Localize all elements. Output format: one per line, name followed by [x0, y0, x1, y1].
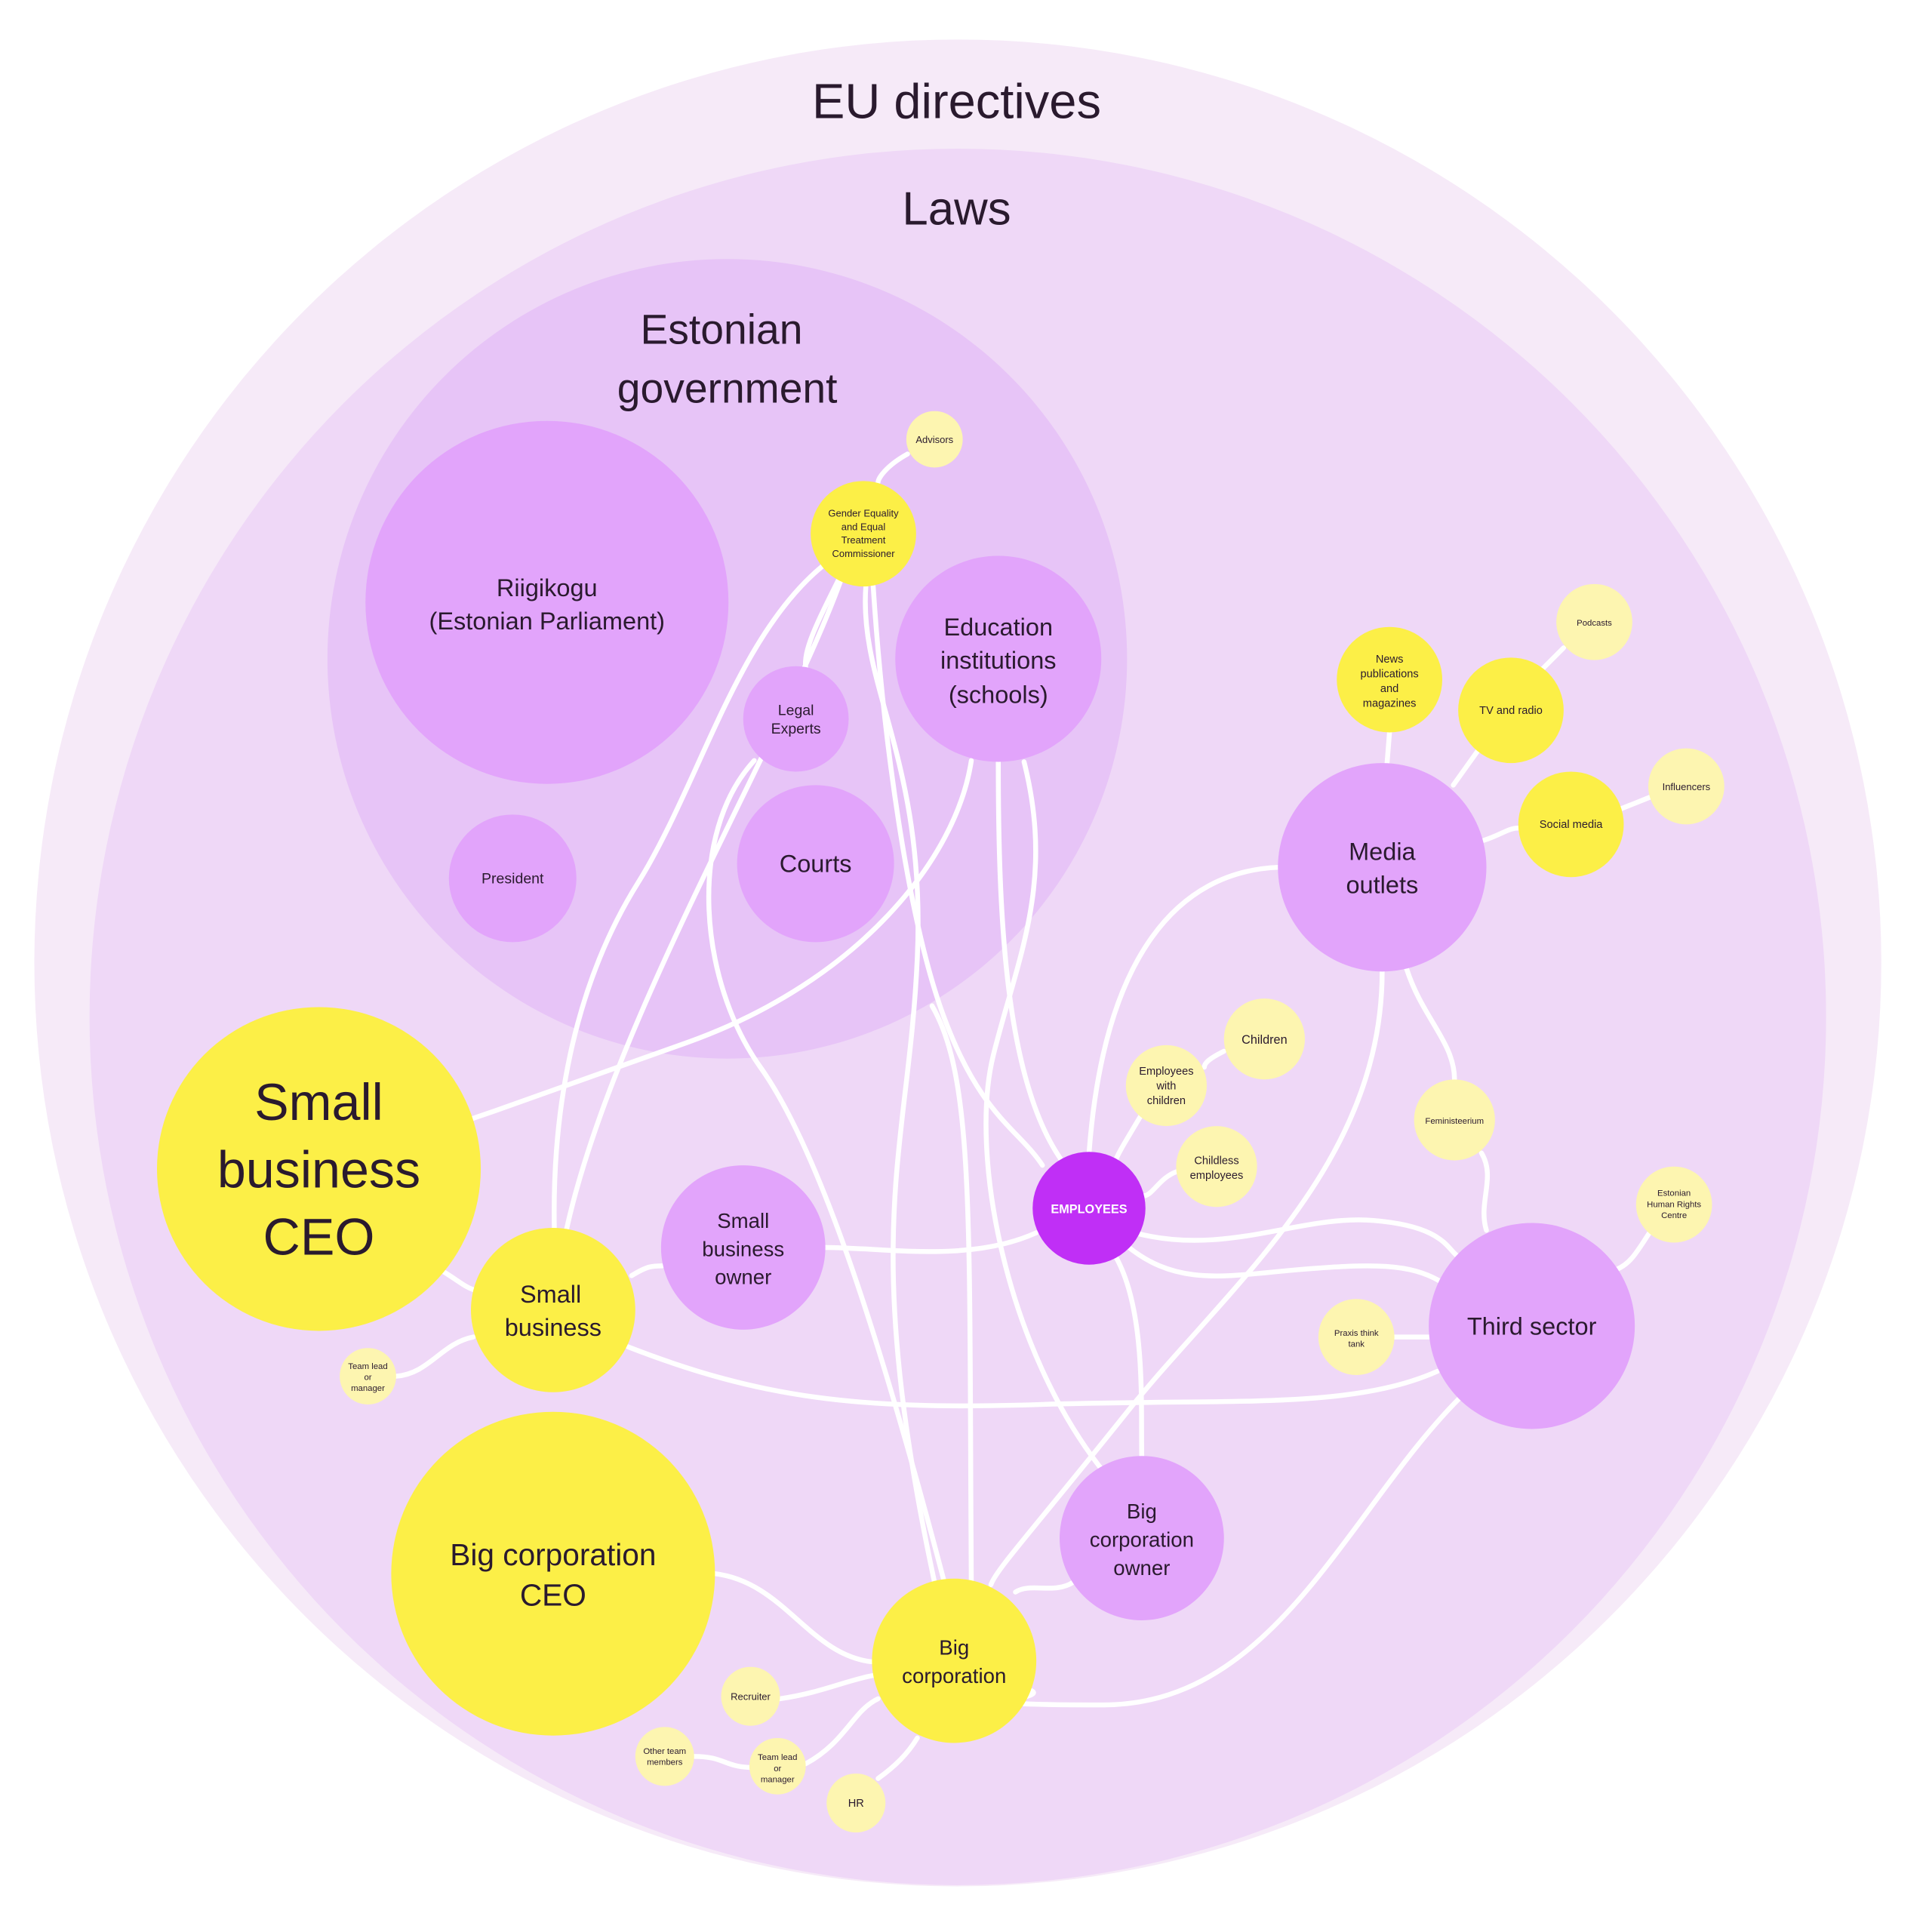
- node-influencers: Influencers: [1648, 748, 1725, 825]
- node-advisors: Advisors: [906, 411, 963, 468]
- svg-text:TV and radio: TV and radio: [1479, 705, 1543, 717]
- node-riigikogu: Riigikogu(Estonian Parliament): [365, 420, 729, 784]
- node-feministeerium: Feministeerium: [1414, 1079, 1495, 1161]
- node-social-media: Social media: [1518, 771, 1624, 878]
- svg-text:Courts: Courts: [780, 851, 852, 878]
- node-recruiter: Recruiter: [721, 1666, 780, 1726]
- svg-text:Third sector: Third sector: [1467, 1312, 1597, 1340]
- svg-text:President: President: [482, 870, 544, 887]
- svg-text:Children: Children: [1241, 1033, 1288, 1047]
- node-podcasts: Podcasts: [1556, 583, 1632, 660]
- node-children: Children: [1223, 998, 1305, 1080]
- node-president: President: [448, 814, 577, 943]
- node-hr: HR: [826, 1774, 886, 1833]
- svg-text:Recruiter: Recruiter: [731, 1691, 771, 1703]
- svg-text:Feministeerium: Feministeerium: [1425, 1117, 1484, 1126]
- svg-text:EMPLOYEES: EMPLOYEES: [1051, 1202, 1127, 1216]
- estonian-government-label: Estonian government: [617, 306, 838, 411]
- connections: [393, 451, 1652, 1781]
- node-third-sector: Third sector: [1429, 1223, 1635, 1429]
- node-courts: Courts: [737, 785, 894, 943]
- node-employees: EMPLOYEES: [1032, 1152, 1146, 1265]
- svg-text:Podcasts: Podcasts: [1577, 619, 1612, 628]
- laws-label: Laws: [902, 183, 1011, 235]
- svg-text:Riigikogu(Estonian Parliament): Riigikogu(Estonian Parliament): [429, 574, 666, 635]
- svg-text:Influencers: Influencers: [1663, 781, 1711, 792]
- eu-directives-label: EU directives: [812, 73, 1101, 128]
- node-tv-and-radio: TV and radio: [1458, 657, 1564, 764]
- svg-text:Social media: Social media: [1540, 819, 1604, 831]
- svg-text:HR: HR: [848, 1798, 864, 1810]
- svg-text:Advisors: Advisors: [915, 434, 953, 445]
